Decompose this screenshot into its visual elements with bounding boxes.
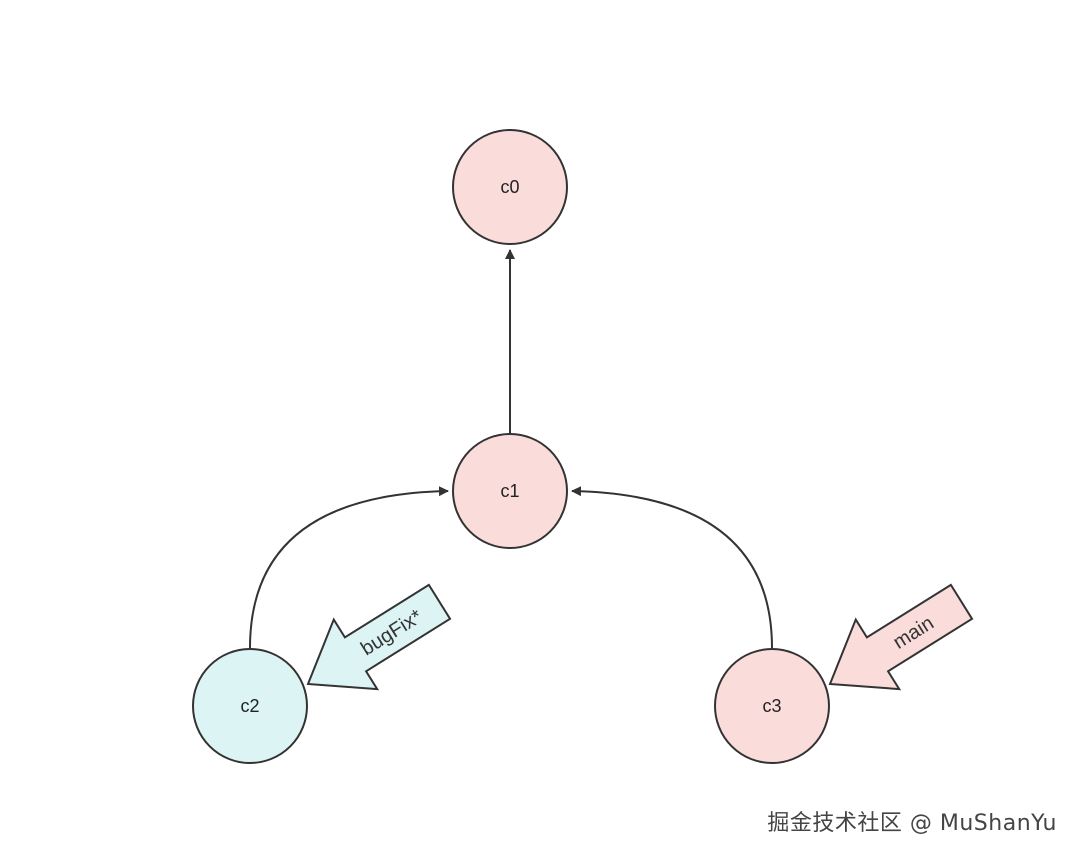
- commit-node-c1[interactable]: c1: [452, 433, 568, 549]
- branch-pointer-main[interactable]: main: [808, 567, 983, 719]
- commit-label-c0: c0: [500, 177, 519, 197]
- commit-circle-c0: [452, 129, 568, 245]
- commit-node-c3[interactable]: c3: [714, 648, 830, 764]
- branch-arrow-main: [828, 583, 974, 691]
- branch-pointer-bugfix[interactable]: bugFix*: [286, 567, 461, 719]
- watermark-text: 掘金技术社区 @ MuShanYu: [767, 811, 1057, 836]
- commit-label-c2: c2: [240, 696, 259, 716]
- commit-circle-c3: [714, 648, 830, 764]
- commit-label-c1: c1: [500, 481, 519, 501]
- branch-arrow-bugfix: [306, 583, 452, 691]
- edge-c2-to-c1: [249, 486, 449, 649]
- commit-circle-c2: [192, 648, 308, 764]
- commit-circle-c1: [452, 433, 568, 549]
- commit-node-c0[interactable]: c0: [452, 129, 568, 245]
- edge-c3-to-c1: [571, 486, 773, 649]
- commit-node-c2[interactable]: c2: [192, 648, 308, 764]
- commit-label-c3: c3: [762, 696, 781, 716]
